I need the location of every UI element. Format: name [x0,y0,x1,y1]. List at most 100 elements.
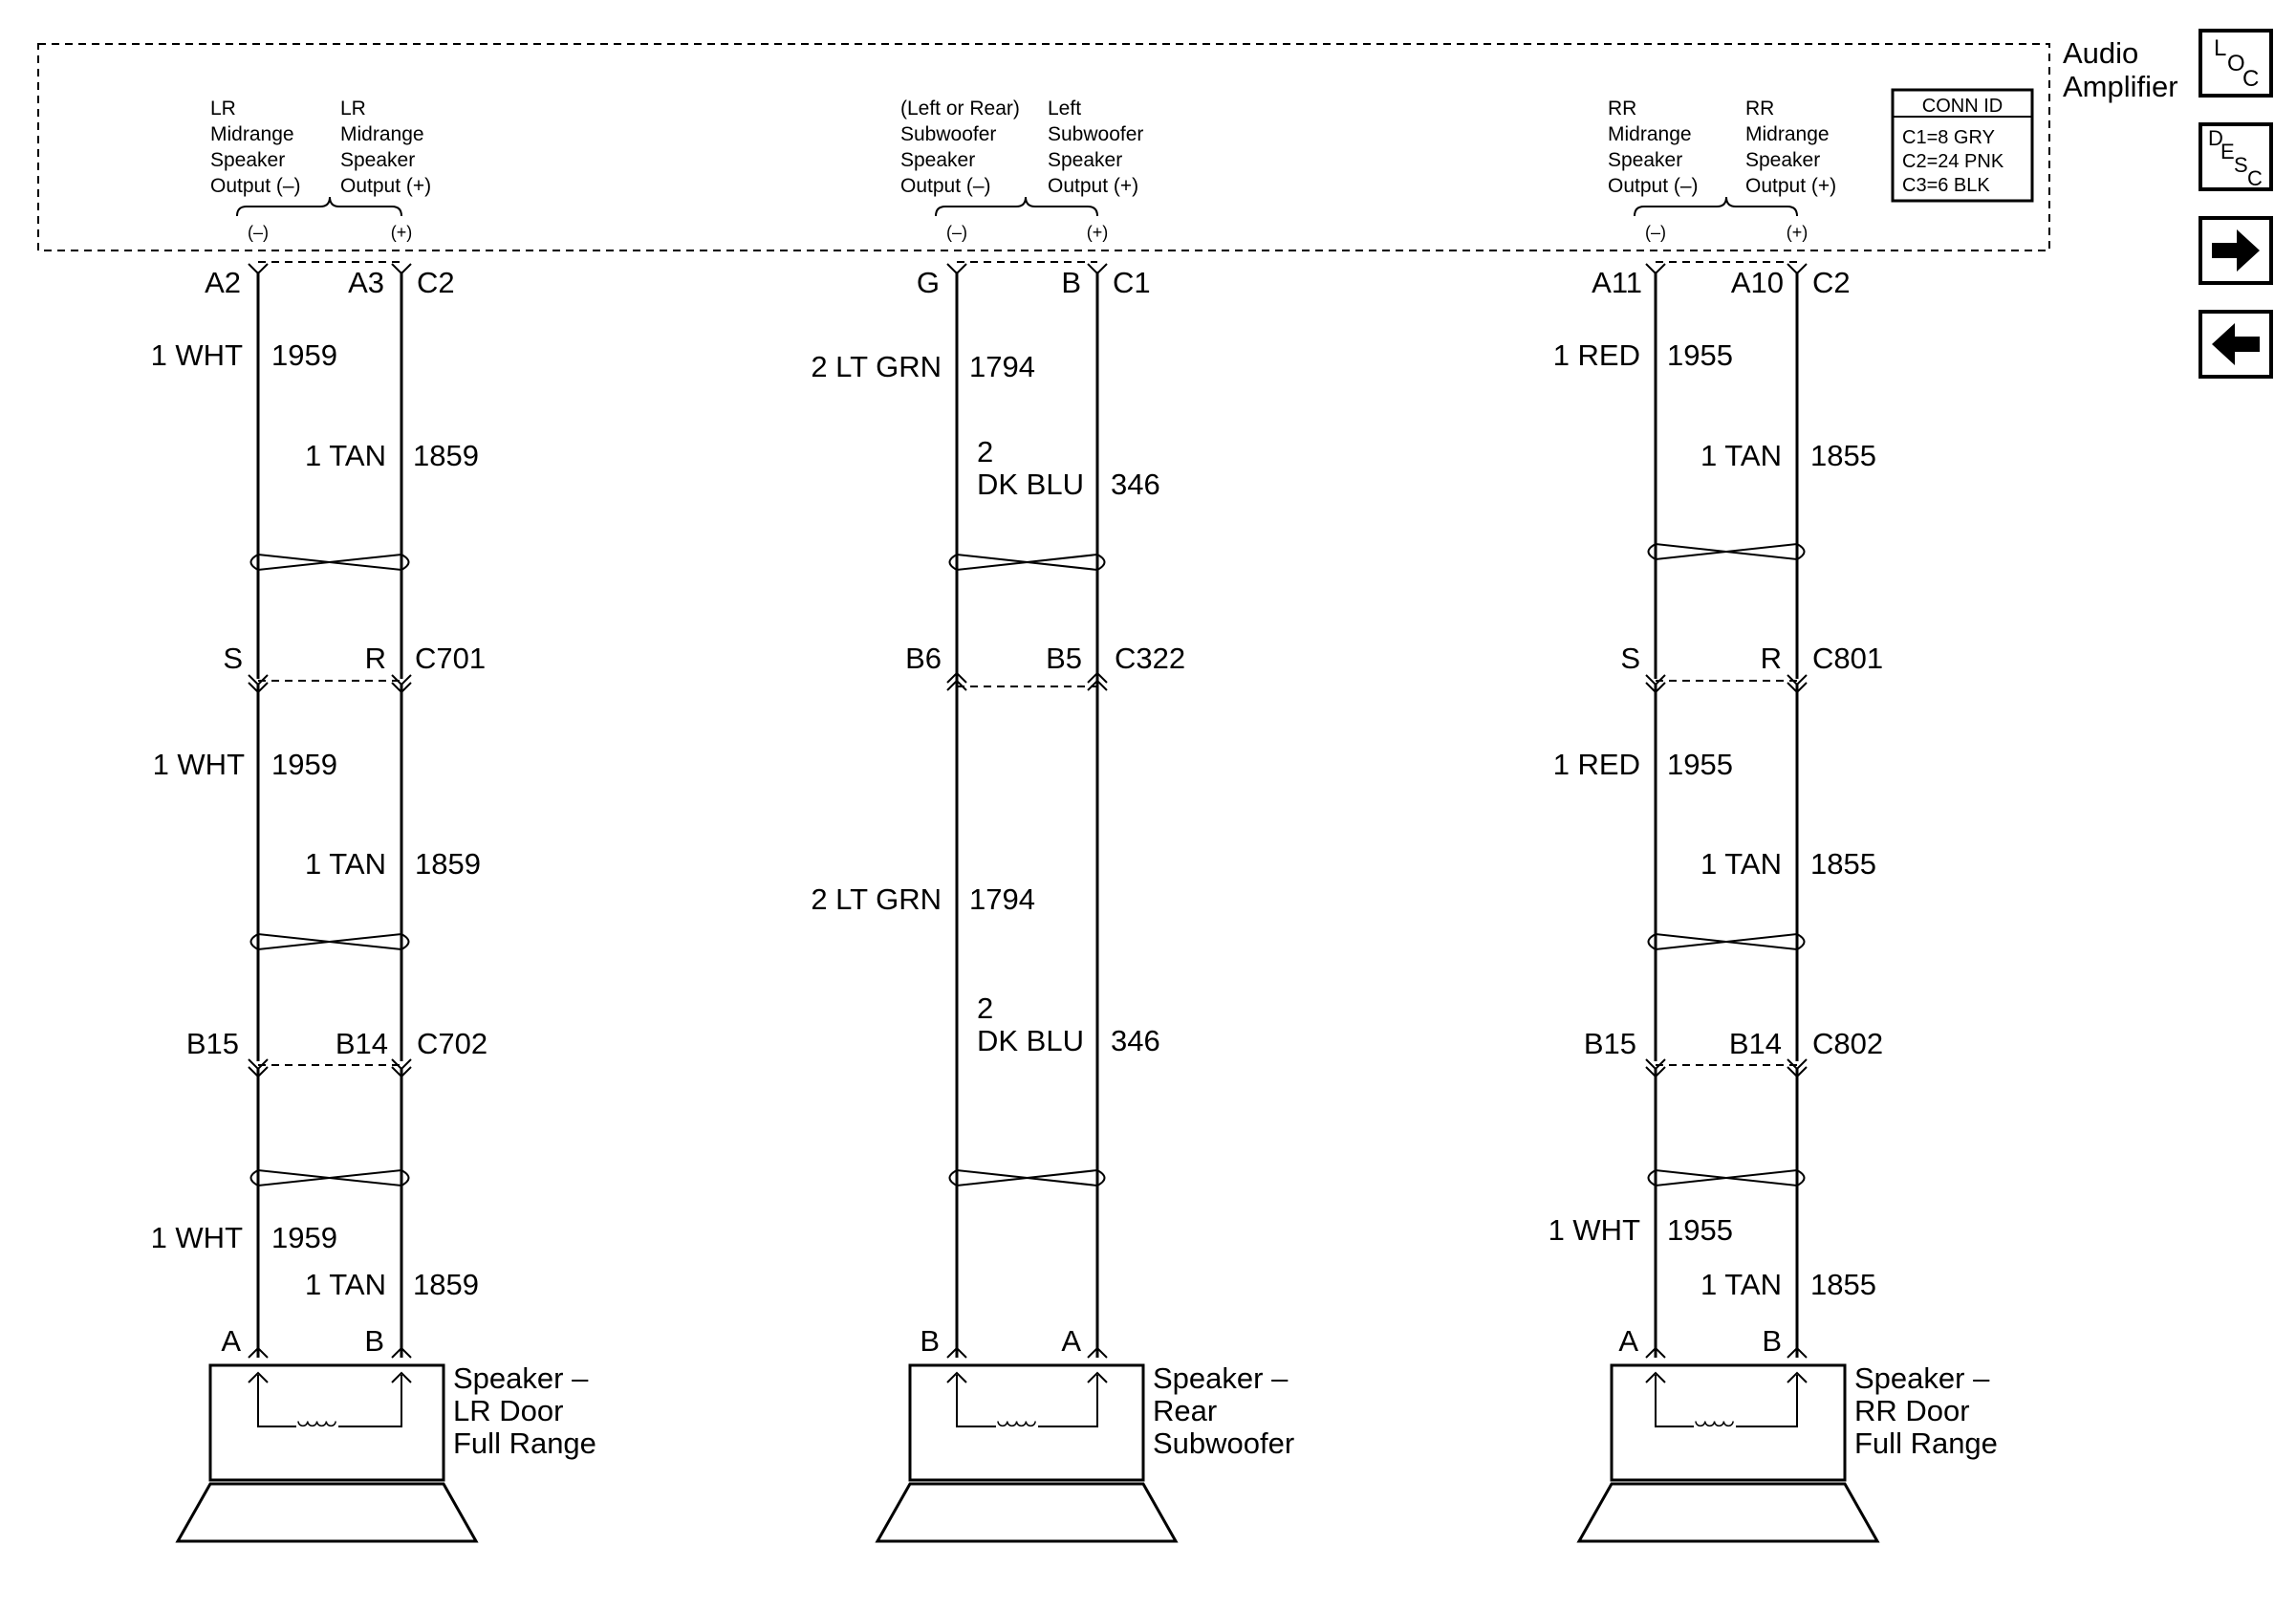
polarity-neg: (–) [248,223,269,242]
desc-button[interactable]: D E S C [2199,122,2273,191]
connector-pin: B5 [1046,642,1082,675]
twisted-pair-icon [1647,1168,1806,1187]
connector-pin: R [365,642,386,675]
wire-size-color: 1 RED [1553,338,1640,372]
speaker-pin: B [364,1324,384,1358]
wire-size-color: 1 TAN [305,439,386,472]
conn-id-row: C3=6 BLK [1902,175,1990,196]
conn-id-table: CONN ID C1=8 GRY C2=24 PNK C3=6 BLK [1891,88,2034,203]
next-arrow-icon [2212,229,2260,272]
amp-output-label: LR Midrange Speaker Output (+) [340,98,431,197]
wire-size-color: 1 WHT [151,1221,244,1254]
speaker-label: Full Range [1854,1426,1998,1460]
circuit-number: 1859 [413,1268,479,1301]
output-brace [935,196,1098,217]
diagram-text: Output (+) [1048,175,1138,197]
amp-pin-neg: A11 [1592,266,1642,299]
loc-glyph: O [2227,51,2245,76]
amp-connector: C2 [1812,266,1851,299]
wire-size-color: 2 LT GRN [811,882,942,916]
amplifier-title-line1: Audio [2063,36,2138,70]
diagram-text: Left [1048,98,1081,120]
amp-connector: C2 [417,266,455,299]
amp-pin-pos: A3 [348,266,384,299]
circuit-number: 346 [1111,1024,1160,1057]
wire-size-color: 1 TAN [1700,439,1782,472]
polarity-neg: (–) [946,223,967,242]
speaker-pin: A [221,1324,241,1358]
circuit-number: 1859 [413,439,479,472]
speaker-pin: B [1762,1324,1782,1358]
speaker-label: Rear [1153,1394,1217,1427]
circuit-subwoofer: (Left or Rear) Subwoofer Speaker Output … [811,98,1294,1543]
amp-connector: C1 [1113,266,1151,299]
diagram-text: Speaker [340,149,415,171]
diagram-text: Subwoofer [900,123,996,145]
diagram-text: RR [1608,98,1636,120]
twisted-pair-icon [249,1168,410,1187]
conn-id-row: C1=8 GRY [1902,127,1995,148]
audio-amplifier-box [37,43,2050,251]
diagram-text: Speaker [210,149,285,171]
speaker-label: LR Door [453,1394,563,1427]
wire-size: 2 [977,991,993,1025]
circuit-number: 346 [1111,468,1160,501]
conn-id-row: C2=24 PNK [1902,151,2004,172]
diagram-text: Midrange [210,123,294,145]
diagram-text: Speaker [1745,149,1820,171]
diagram-text: Midrange [340,123,424,145]
circuit-lr: LR Midrange Speaker Output (–) LR Midran… [151,98,596,1543]
circuit-number: 1959 [271,748,337,781]
wire-size-color: 1 TAN [1700,847,1782,881]
speaker-icon [875,1363,1179,1543]
circuit-number: 1794 [969,350,1035,383]
diagram-text: Subwoofer [1048,123,1143,145]
diagram-text: Output (–) [1608,175,1699,197]
connector-pin: S [223,642,243,675]
circuit-number: 1955 [1667,1213,1733,1247]
wire-size-color: 1 WHT [151,338,244,372]
speaker-label: Speaker – [453,1361,589,1395]
speaker-pin: B [920,1324,940,1358]
polarity-pos: (+) [391,223,413,242]
polarity-pos: (+) [1087,223,1109,242]
diagram-text: Output (–) [210,175,301,197]
next-button[interactable] [2199,216,2273,285]
wire-size-color: 1 RED [1553,748,1640,781]
amp-output-label: RR Midrange Speaker Output (–) [1608,98,1699,197]
speaker-label: Full Range [453,1426,596,1460]
connector-pin: B15 [1584,1027,1636,1060]
prev-arrow-icon [2212,323,2260,365]
prev-button[interactable] [2199,310,2273,379]
desc-glyph: C [2247,166,2263,190]
circuit-number: 1959 [271,1221,337,1254]
amplifier-title-line2: Amplifier [2063,70,2178,103]
circuit-number: 1794 [969,882,1035,916]
diagram-text: Speaker [1048,149,1122,171]
twisted-pair-icon [1647,542,1806,561]
conn-id-header: CONN ID [1922,96,2003,117]
amp-output-label: Left Subwoofer Speaker Output (+) [1048,98,1143,197]
diagram-text: Output (+) [1745,175,1836,197]
speaker-icon [175,1363,479,1543]
polarity-pos: (+) [1787,223,1809,242]
polarity-neg: (–) [1645,223,1666,242]
diagram-text: Midrange [1608,123,1692,145]
speaker-icon [1576,1363,1880,1543]
amp-output-label: (Left or Rear) Subwoofer Speaker Output … [900,98,1020,197]
circuit-number: 1955 [1667,338,1733,372]
wire-size-color: 1 WHT [153,748,246,781]
wire-size-color: 1 TAN [305,847,386,881]
twisted-pair-icon [249,932,410,951]
connector-pin: B6 [905,642,942,675]
circuit-number: 1855 [1810,847,1876,881]
diagram-text: Output (+) [340,175,431,197]
speaker-pin: A [1061,1324,1081,1358]
diagram-text: Speaker [1608,149,1682,171]
amp-output-label: RR Midrange Speaker Output (+) [1745,98,1836,197]
loc-glyph: C [2242,66,2259,92]
diagram-text: LR [340,98,366,120]
loc-button[interactable]: L O C [2199,29,2273,98]
loc-glyph: L [2214,35,2226,61]
